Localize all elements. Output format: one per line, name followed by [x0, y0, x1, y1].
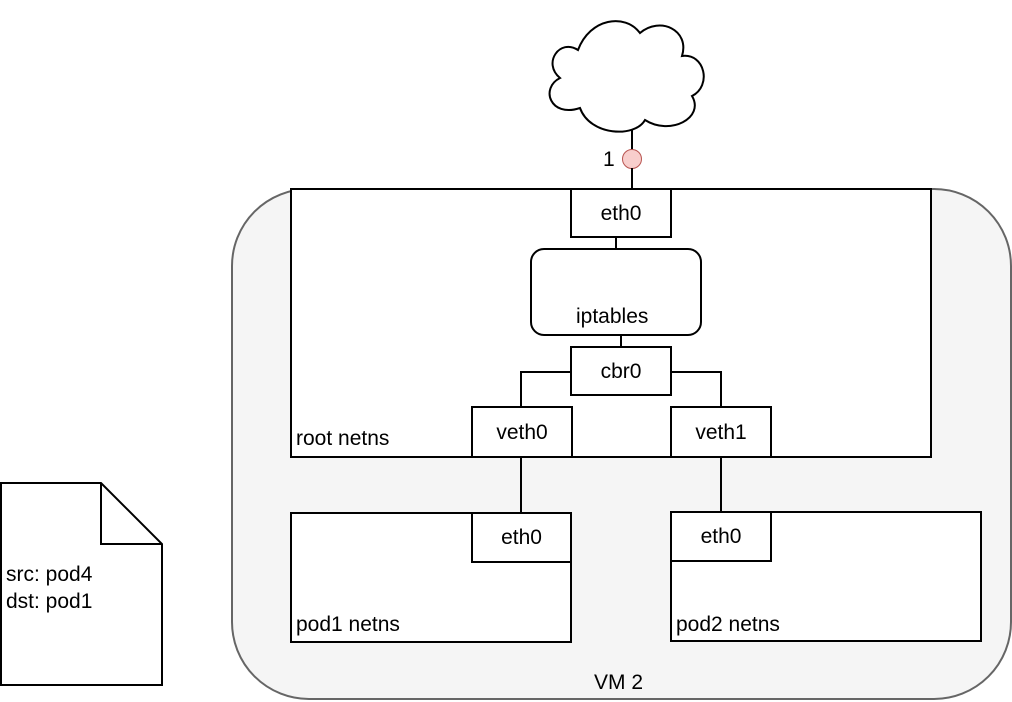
pod2-eth0-label: eth0 — [700, 525, 742, 548]
step-marker-icon — [622, 149, 642, 169]
iptables-box — [530, 248, 702, 336]
uplink-line — [631, 168, 633, 190]
cbr0-veth1-line-h — [671, 371, 722, 373]
vm-label: VM 2 — [594, 671, 644, 694]
cbr0-veth0-line-h — [520, 371, 571, 373]
pod1-netns-label: pod1 netns — [296, 613, 400, 636]
cbr0-veth1-line-v — [720, 371, 722, 408]
root-netns-label: root netns — [296, 427, 390, 450]
veth1-label: veth1 — [695, 420, 747, 444]
pod1-eth0-interface: eth0 — [471, 512, 572, 563]
veth1-pod2-line — [720, 457, 722, 513]
iptables-cbr0-line — [620, 335, 622, 347]
cbr0-veth0-line-v — [520, 371, 522, 408]
veth0-interface: veth0 — [471, 406, 573, 458]
internet-cloud-icon — [548, 20, 705, 133]
veth1-interface: veth1 — [670, 406, 772, 458]
iptables-label: iptables — [576, 305, 649, 328]
pod2-netns-label: pod2 netns — [676, 613, 780, 636]
cloud-link-line — [631, 130, 633, 150]
veth0-pod1-line — [520, 457, 522, 514]
eth0-iptables-line — [615, 237, 617, 249]
pod1-eth0-label: eth0 — [501, 526, 542, 549]
packet-dst-line: dst: pod1 — [6, 590, 93, 613]
packet-src-line: src: pod4 — [6, 563, 93, 586]
cbr0-bridge: cbr0 — [570, 346, 672, 396]
pod2-eth0-interface: eth0 — [670, 511, 772, 562]
root-eth0-label: eth0 — [600, 201, 642, 225]
step-marker-label: 1 — [603, 148, 615, 171]
root-eth0-interface: eth0 — [570, 188, 672, 238]
packet-document-icon — [0, 482, 163, 686]
veth0-label: veth0 — [496, 420, 548, 444]
cbr0-label: cbr0 — [600, 359, 642, 383]
